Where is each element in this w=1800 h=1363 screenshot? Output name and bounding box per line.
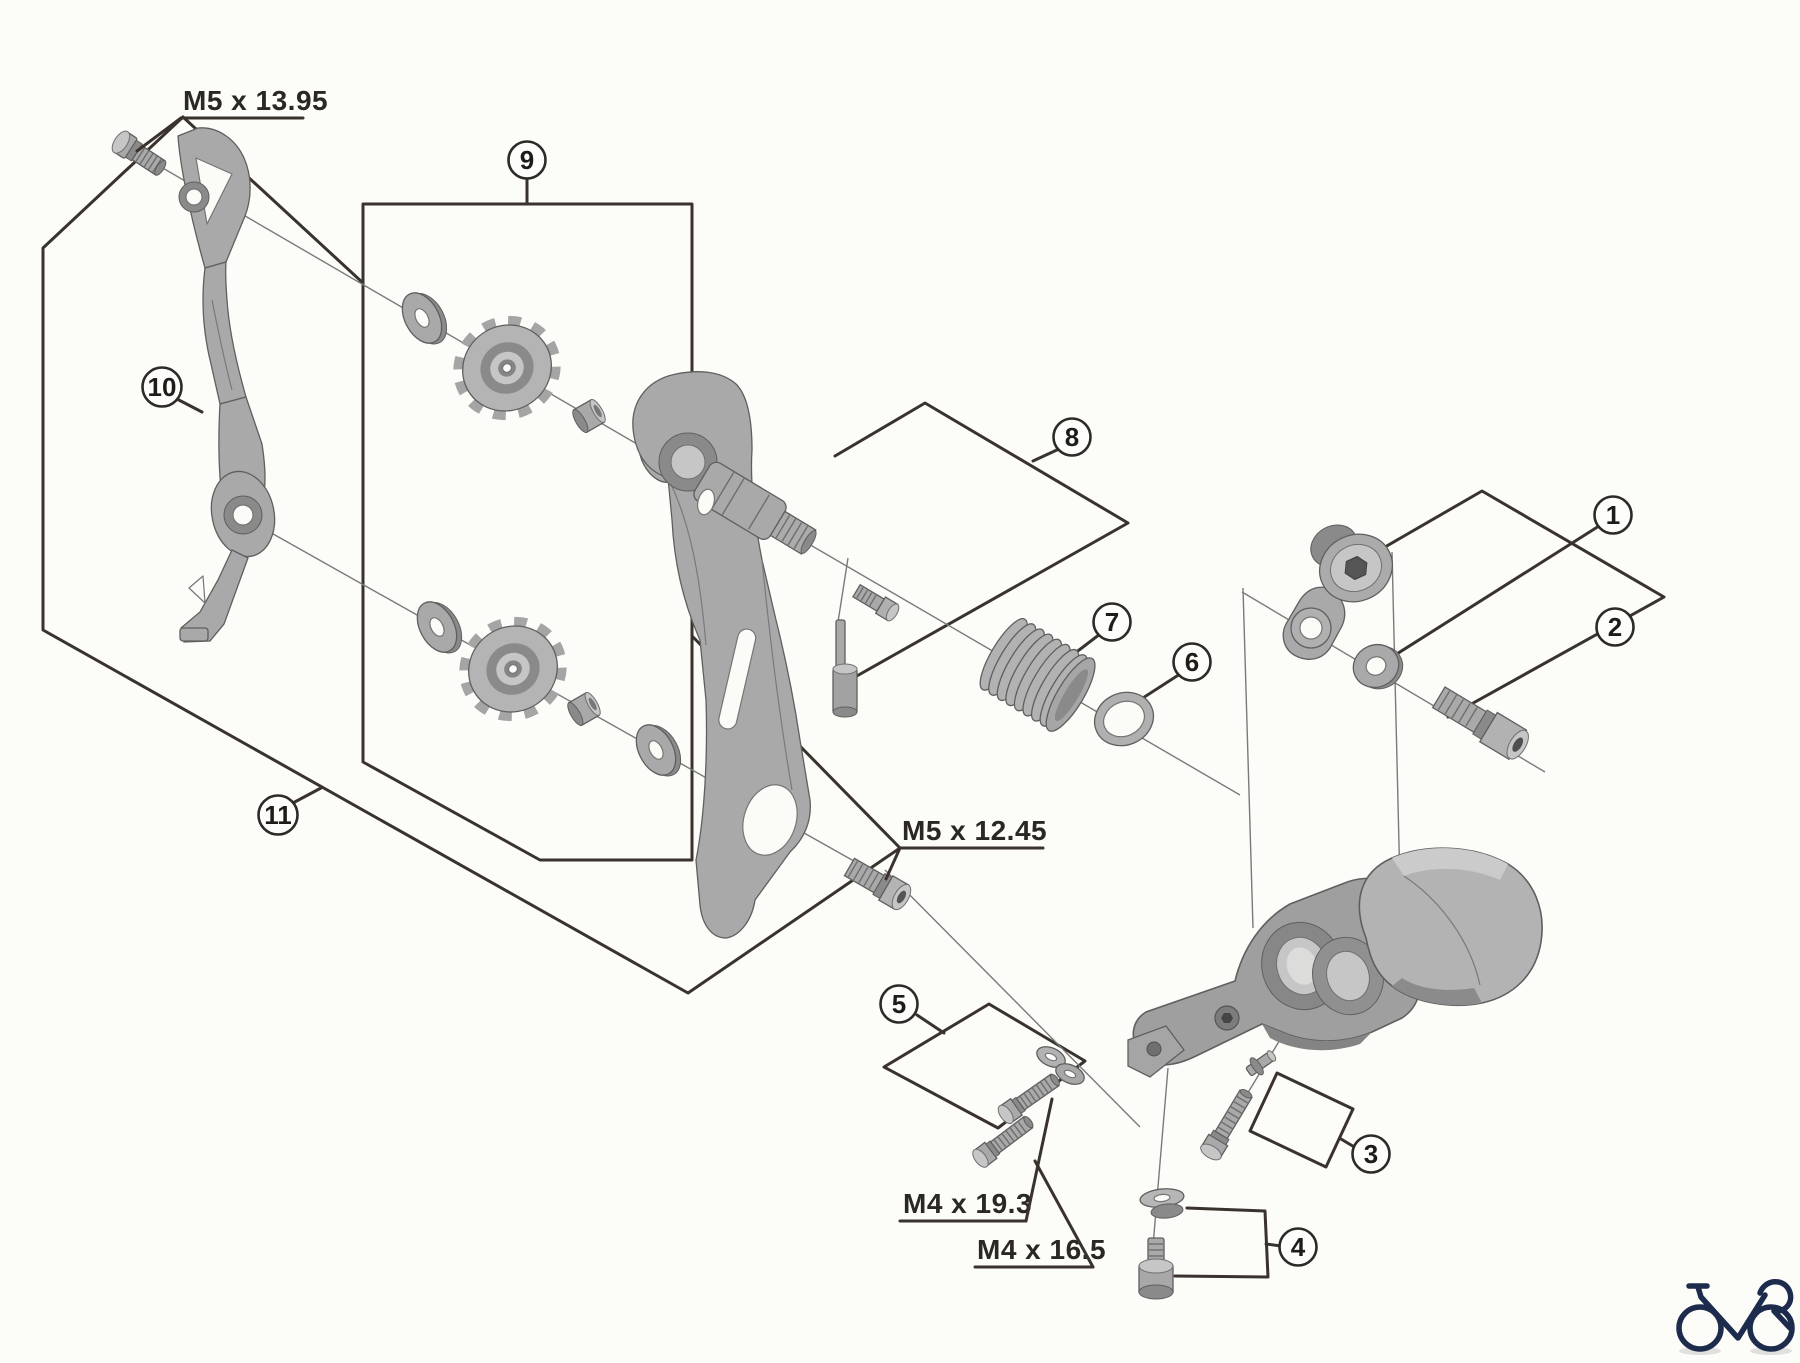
pulley-bushing xyxy=(567,691,601,727)
cable-fixing-bolt-long xyxy=(997,1073,1060,1125)
fence-part-5-box xyxy=(882,1002,1087,1130)
tension-spring xyxy=(979,618,1096,732)
seal-ring xyxy=(1093,691,1155,747)
dimension-label-m5x1395: M5 x 13.95 xyxy=(135,85,328,153)
svg-text:3: 3 xyxy=(1364,1139,1378,1169)
adjust-bolt xyxy=(1138,1237,1174,1300)
svg-text:9: 9 xyxy=(520,145,534,175)
pulley-washer xyxy=(635,724,682,777)
stopper-pin xyxy=(1245,1050,1277,1076)
inner-plate xyxy=(177,127,276,643)
svg-text:1: 1 xyxy=(1606,500,1620,530)
leader-callout-1 xyxy=(1390,524,1601,659)
svg-text:4: 4 xyxy=(1291,1232,1306,1262)
callout-2: 2 xyxy=(1595,607,1635,647)
callout-3: 3 xyxy=(1351,1134,1391,1174)
group-dimension-labels: M5 x 13.95 M5 x 12.45 M4 x 19.3 M4 x 16.… xyxy=(135,85,1106,1269)
plate-fixing-bolt-m5-1395 xyxy=(111,130,167,176)
b-axle-bolt xyxy=(1431,686,1529,761)
axle-set-bolt xyxy=(852,583,900,622)
adjust-washer xyxy=(1139,1188,1185,1219)
b-axle-washer xyxy=(1352,643,1404,690)
derailleur-body xyxy=(1127,847,1543,1078)
stopper-bolt xyxy=(832,619,858,718)
pulley-bushing xyxy=(572,398,606,434)
pulley-washer xyxy=(401,292,448,345)
fence-part-9-box xyxy=(361,202,694,862)
callout-8: 8 xyxy=(1052,417,1092,457)
callout-10: 10 xyxy=(141,366,183,408)
callout-11: 11 xyxy=(257,794,299,836)
leader-callout-10 xyxy=(173,396,204,414)
svg-text:8: 8 xyxy=(1065,422,1079,452)
bracket-axle-unit xyxy=(1282,524,1393,660)
dimension-label-m5x1245: M5 x 12.45 xyxy=(884,815,1047,881)
group-axis-lines xyxy=(117,141,1546,1259)
fence-part-3-box xyxy=(1248,1071,1355,1169)
guide-pulley xyxy=(453,315,561,421)
pulley-unit xyxy=(401,292,685,777)
pulley-washer xyxy=(416,601,463,654)
svg-text:M5 x 12.45: M5 x 12.45 xyxy=(902,815,1047,846)
plate-axle xyxy=(693,461,817,555)
fence-part-11 xyxy=(41,115,902,995)
leader-callout-8 xyxy=(1031,447,1061,463)
svg-text:11: 11 xyxy=(264,800,292,830)
axis-mount-left xyxy=(1242,587,1254,929)
plate-fixing-bolt-m5-1245 xyxy=(843,857,912,911)
callout-6: 6 xyxy=(1172,642,1212,682)
axis-part4 xyxy=(1151,1067,1169,1259)
svg-text:5: 5 xyxy=(892,989,906,1019)
leader-callout-11 xyxy=(289,786,323,806)
dimension-label-m4x165: M4 x 16.5 xyxy=(973,1159,1106,1269)
leader-callout-5 xyxy=(915,1013,946,1035)
bicycle-logo xyxy=(1676,1279,1795,1355)
body-mounting-bolt xyxy=(1200,1088,1253,1161)
svg-text:M4 x 19.3: M4 x 19.3 xyxy=(903,1188,1032,1219)
cable-washers xyxy=(1036,1046,1085,1085)
tension-pulley xyxy=(459,616,567,722)
fence-part-8-box xyxy=(833,401,1130,679)
callout-7: 7 xyxy=(1092,602,1132,642)
callout-1: 1 xyxy=(1593,495,1633,535)
callout-5: 5 xyxy=(879,984,919,1024)
svg-text:7: 7 xyxy=(1105,607,1119,637)
svg-text:2: 2 xyxy=(1608,612,1622,642)
svg-text:M4 x 16.5: M4 x 16.5 xyxy=(977,1234,1106,1265)
group-callouts: 1 2 3 4 5 6 7 8 xyxy=(141,140,1635,1267)
svg-text:10: 10 xyxy=(148,372,177,402)
axis-stopper-bolt xyxy=(837,557,849,623)
svg-text:6: 6 xyxy=(1185,647,1199,677)
axis-cable-bolts xyxy=(884,869,1141,1128)
callout-4: 4 xyxy=(1278,1227,1318,1267)
outer-plate-assembly xyxy=(632,371,900,939)
cable-fixing-bolt-short xyxy=(972,1115,1034,1168)
dimension-label-m4x193: M4 x 19.3 xyxy=(898,1097,1054,1223)
callout-9: 9 xyxy=(507,140,547,180)
fence-part-4-bracket xyxy=(1173,1206,1270,1279)
svg-text:M5 x 13.95: M5 x 13.95 xyxy=(183,85,328,116)
